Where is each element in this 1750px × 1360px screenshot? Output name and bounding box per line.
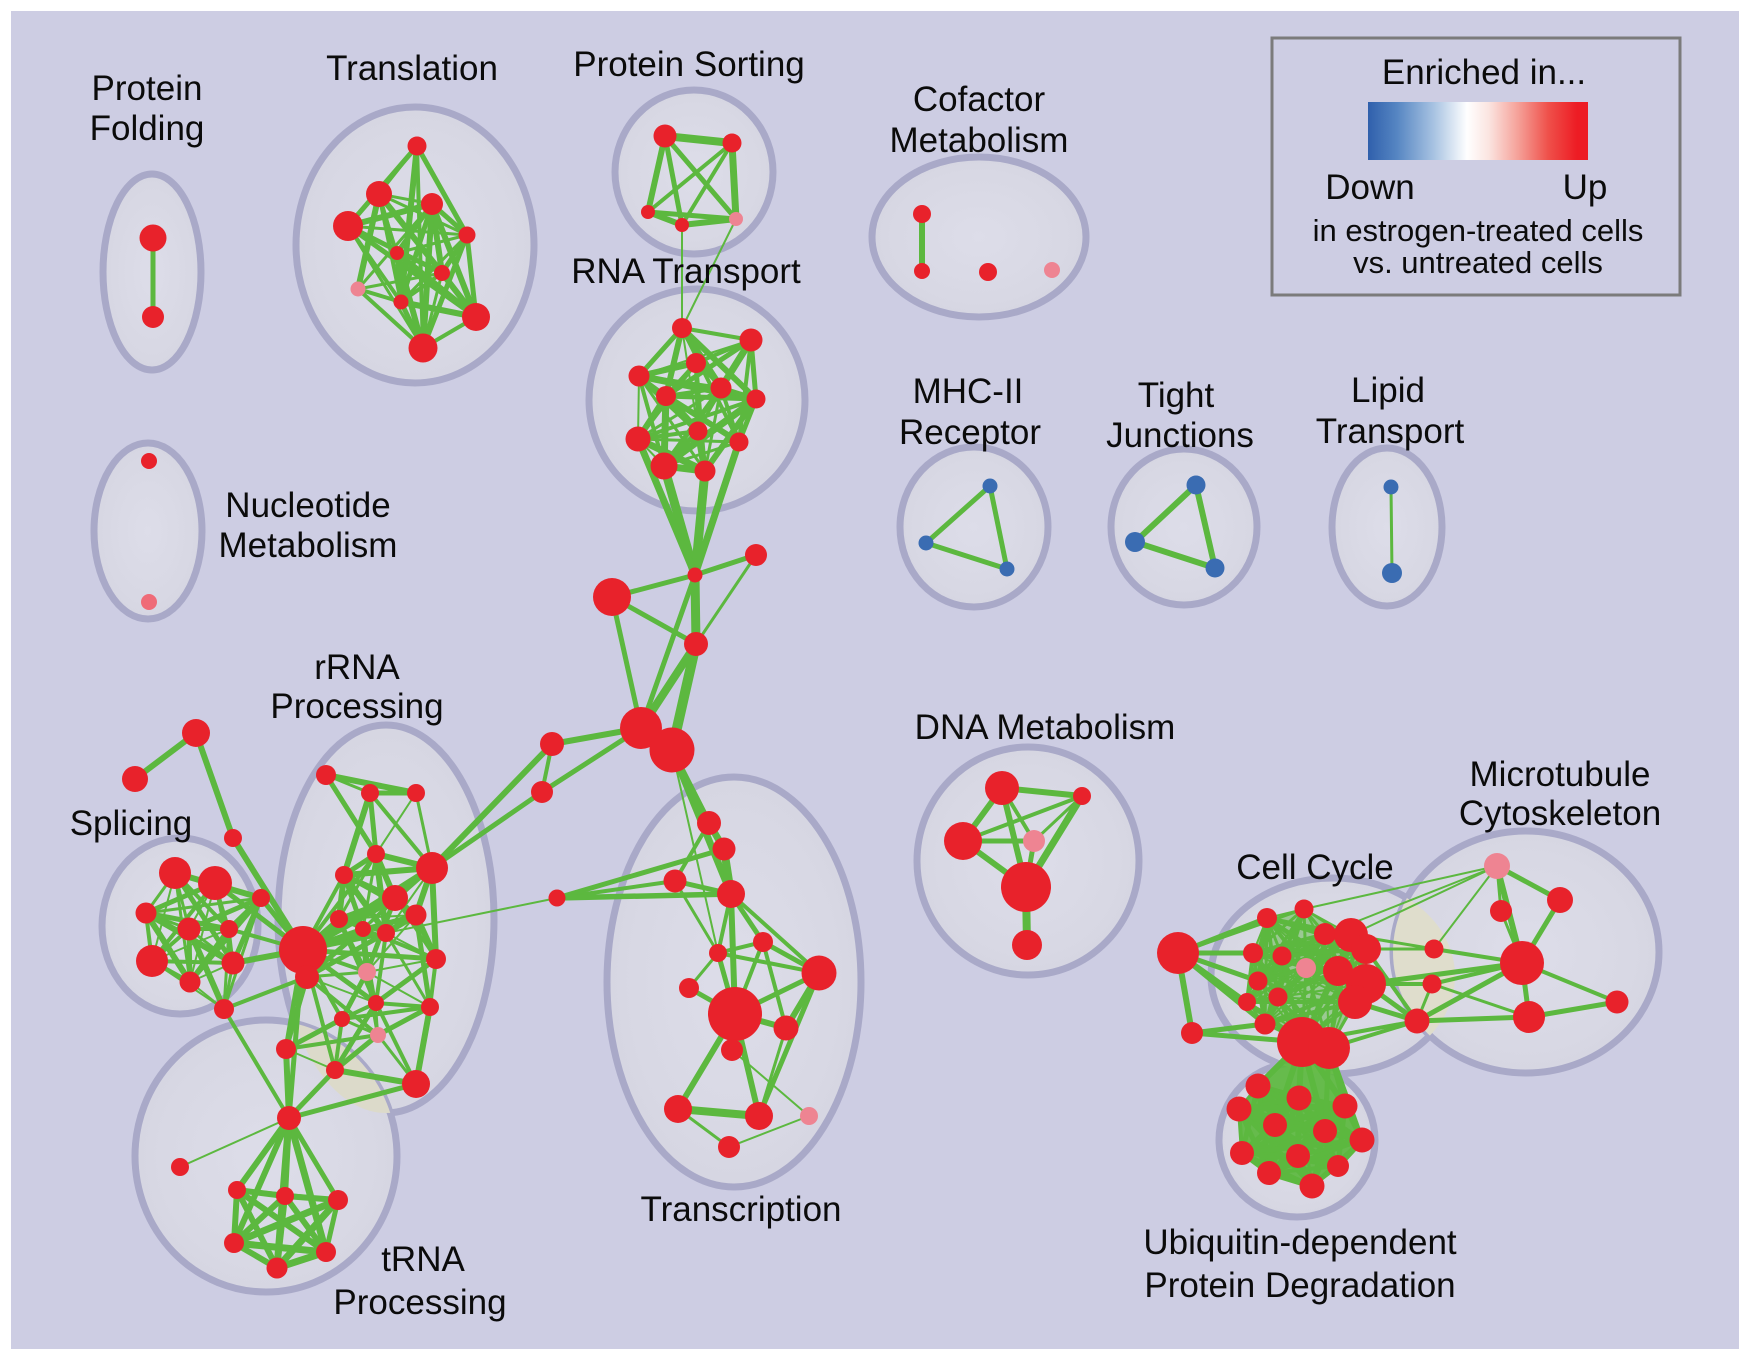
svg-text:Folding: Folding bbox=[90, 109, 205, 148]
svg-text:RNA Transport: RNA Transport bbox=[571, 252, 801, 291]
svg-text:Lipid: Lipid bbox=[1351, 371, 1425, 410]
svg-text:vs. untreated cells: vs. untreated cells bbox=[1353, 245, 1603, 280]
svg-text:Processing: Processing bbox=[270, 687, 443, 726]
svg-text:Cell Cycle: Cell Cycle bbox=[1236, 848, 1394, 887]
svg-text:Splicing: Splicing bbox=[70, 804, 193, 843]
svg-text:Metabolism: Metabolism bbox=[219, 526, 398, 565]
svg-text:Translation: Translation bbox=[326, 49, 498, 88]
svg-text:Tight: Tight bbox=[1138, 376, 1215, 415]
svg-text:in estrogen-treated cells: in estrogen-treated cells bbox=[1313, 213, 1644, 248]
svg-text:DNA Metabolism: DNA Metabolism bbox=[915, 708, 1176, 747]
svg-text:Microtubule: Microtubule bbox=[1470, 755, 1651, 794]
svg-text:Nucleotide: Nucleotide bbox=[225, 486, 390, 525]
svg-text:Enriched in...: Enriched in... bbox=[1382, 53, 1586, 92]
svg-text:Up: Up bbox=[1563, 168, 1608, 207]
svg-text:Receptor: Receptor bbox=[899, 413, 1041, 452]
svg-text:Protein Sorting: Protein Sorting bbox=[573, 45, 805, 84]
svg-text:tRNA: tRNA bbox=[381, 1240, 465, 1279]
svg-text:Cytoskeleton: Cytoskeleton bbox=[1459, 794, 1661, 833]
svg-text:Protein Degradation: Protein Degradation bbox=[1144, 1266, 1455, 1305]
svg-text:MHC-II: MHC-II bbox=[913, 372, 1024, 411]
svg-text:Metabolism: Metabolism bbox=[890, 121, 1069, 160]
svg-text:Cofactor: Cofactor bbox=[913, 80, 1046, 119]
svg-text:Transcription: Transcription bbox=[641, 1190, 842, 1229]
svg-text:rRNA: rRNA bbox=[314, 648, 400, 687]
svg-text:Junctions: Junctions bbox=[1106, 416, 1254, 455]
svg-text:Processing: Processing bbox=[333, 1283, 506, 1322]
svg-text:Protein: Protein bbox=[92, 69, 203, 108]
svg-text:Ubiquitin-dependent: Ubiquitin-dependent bbox=[1143, 1223, 1457, 1262]
svg-text:Down: Down bbox=[1325, 168, 1414, 207]
svg-text:Transport: Transport bbox=[1316, 412, 1465, 451]
